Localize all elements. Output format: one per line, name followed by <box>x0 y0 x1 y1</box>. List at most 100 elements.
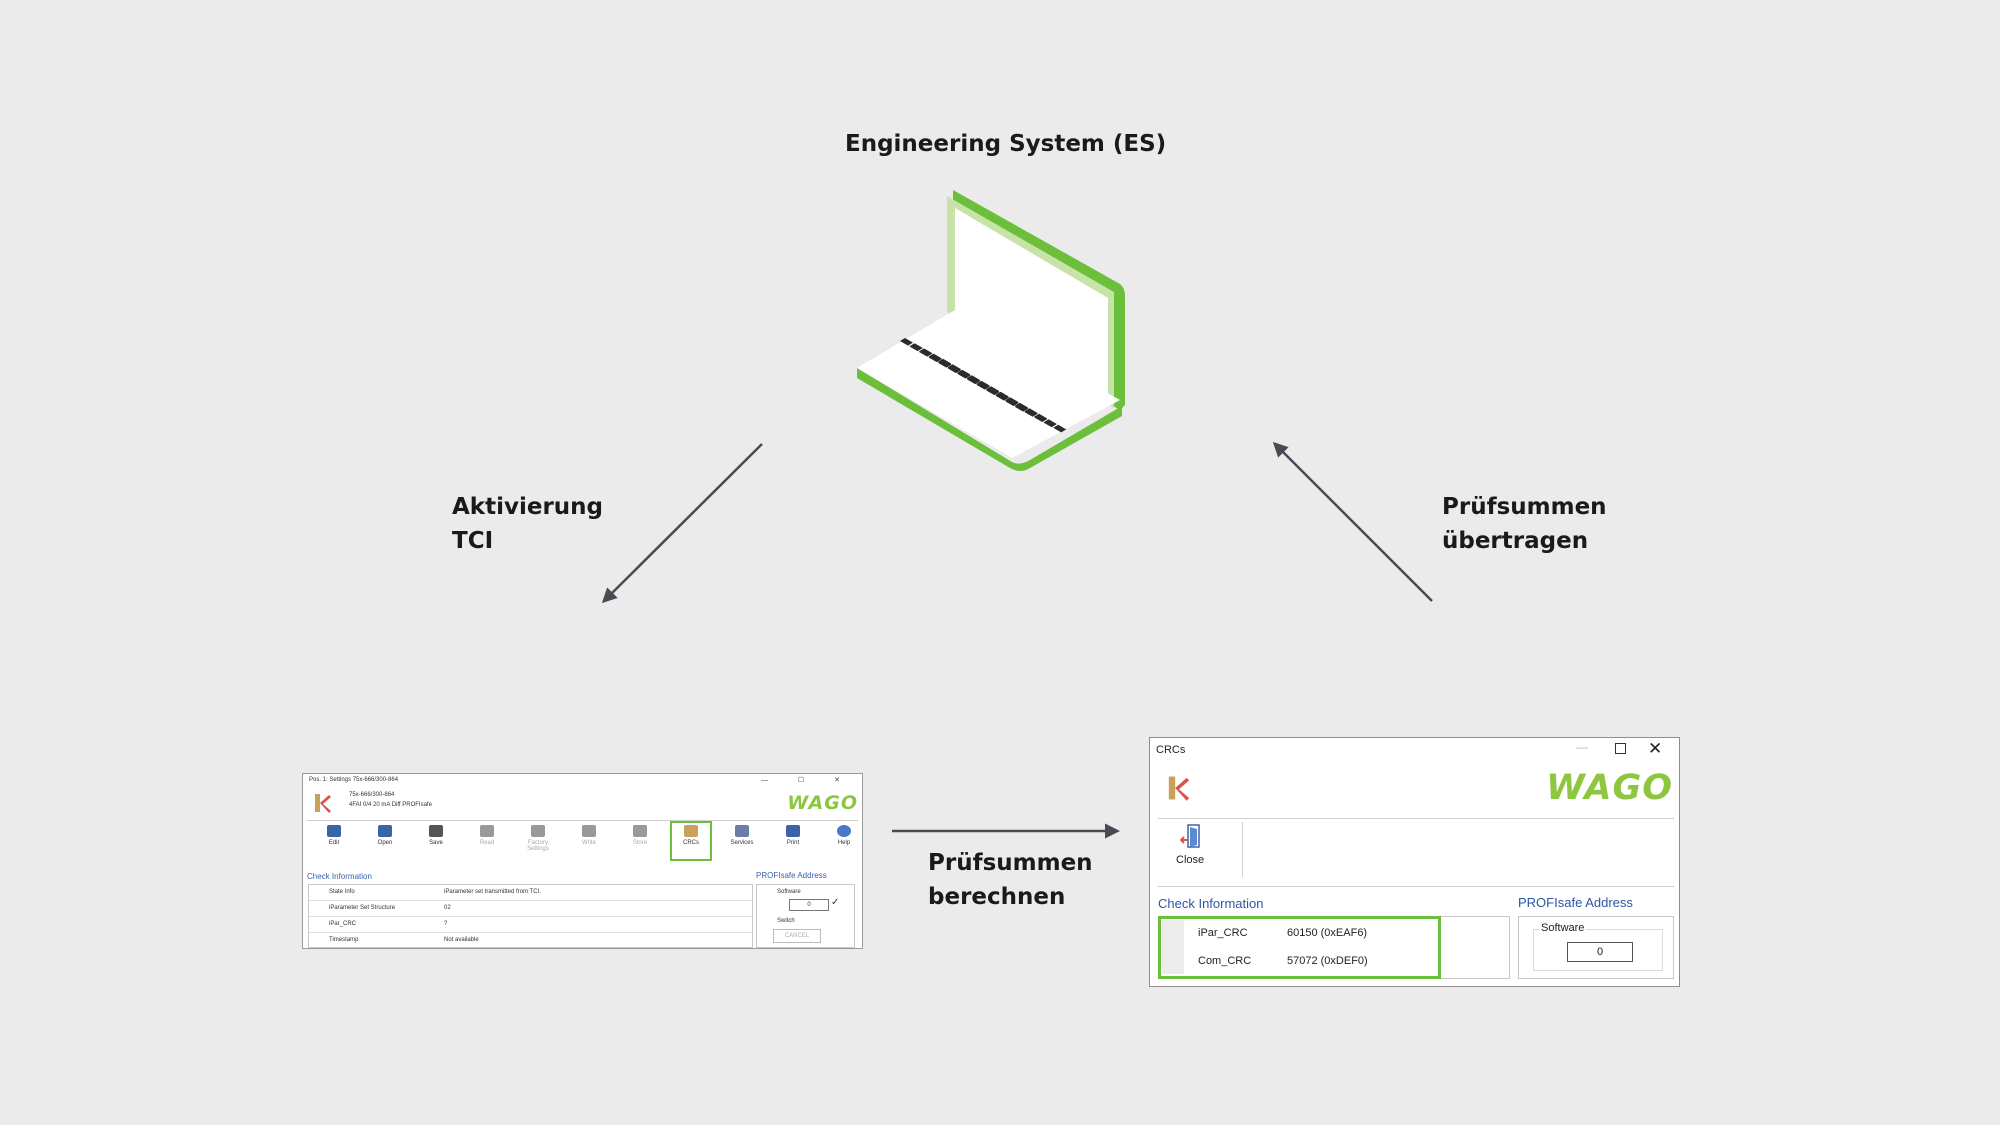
toolbar-button-open[interactable]: Open <box>364 823 406 859</box>
crc-value: 60150 (0xEAF6) <box>1287 927 1368 939</box>
keyboard-key <box>995 391 1009 400</box>
software-input[interactable]: 0 <box>789 899 829 911</box>
toolbar-button-print[interactable]: Print <box>772 823 814 859</box>
toolbar: Edit Open Save Read Factory Settings Write Sto… <box>307 820 858 861</box>
crc-key: Com_CRC <box>1198 955 1252 967</box>
folder-icon <box>378 825 392 837</box>
keyboard-key <box>1034 413 1047 422</box>
crc-icon <box>684 825 698 837</box>
toolbar-button-crcs[interactable]: CRCs <box>670 821 712 861</box>
row-value: Not available <box>444 937 479 943</box>
table-row: iPar_CRC? <box>309 917 752 933</box>
toolbar-button-label: CRCs <box>683 840 699 846</box>
row-value: 02 <box>444 905 451 911</box>
app-logo-icon <box>1168 776 1190 801</box>
keyboard-key <box>928 353 942 362</box>
es-title: Engineering System (ES) <box>845 131 1167 157</box>
profisafe-address-title: PROFIsafe Address <box>756 871 827 880</box>
row-key: State Info <box>329 889 355 895</box>
check-information-table: State Info iParameter set transmitted fro… <box>308 884 753 948</box>
keyboard-key <box>976 380 990 389</box>
profisafe-address-title: PROFIsafe Address <box>1518 895 1633 910</box>
divider <box>1242 822 1243 877</box>
label-activation-line1: Aktivierung <box>452 494 604 520</box>
keyboard-icon <box>900 338 1067 433</box>
toolbar-button-label: Print <box>786 840 800 846</box>
row-header <box>1162 920 1184 974</box>
toolbar-button-label: Services <box>730 840 754 846</box>
app-logo-icon <box>315 794 331 813</box>
save-icon <box>429 825 443 837</box>
keyboard-key <box>900 338 913 346</box>
close-icon[interactable]: ✕ <box>1648 739 1663 758</box>
label-activation-line2: TCI <box>452 528 494 554</box>
toolbar-button-factory-settings[interactable]: Factory Settings <box>517 823 559 859</box>
keyboard-key <box>1043 419 1057 427</box>
minimize-icon[interactable]: — <box>1576 740 1588 754</box>
toolbar-button-save[interactable]: Save <box>415 823 457 859</box>
row-key: iPar_CRC <box>329 921 357 927</box>
write-icon <box>582 825 596 837</box>
row-key: Timestamp <box>329 937 359 943</box>
label-transfer-line2: übertragen <box>1442 528 1589 554</box>
help-icon <box>837 825 851 837</box>
label-calculate-line2: berechnen <box>928 884 1066 910</box>
close-button[interactable] <box>1178 824 1202 855</box>
keyboard-key <box>947 364 961 372</box>
keyboard-key <box>986 386 999 394</box>
toolbar-button-label: Open <box>377 840 393 846</box>
toolbar-button-write[interactable]: Write <box>568 823 610 859</box>
toolbar-button-label: Factory Settings <box>527 840 549 852</box>
keyboard-key <box>1053 424 1067 433</box>
label-calculate: Prüfsummen berechnen <box>928 846 1093 914</box>
keyboard-key <box>1024 408 1038 416</box>
check-information-title: Check Information <box>307 872 372 881</box>
keyboard-key <box>966 375 980 383</box>
keyboard-key <box>1014 402 1028 411</box>
profisafe-address-panel: Software 0 <box>1518 916 1674 979</box>
label-activation: Aktivierung TCI <box>452 490 603 558</box>
toolbar-button-label: Save <box>429 840 443 846</box>
wago-logo: WAGO <box>1546 768 1673 808</box>
services-icon <box>735 825 749 837</box>
window-title: Pos. 1: Settings 75x-666/300-864 <box>309 777 399 783</box>
keyboard-key <box>938 358 951 367</box>
edit-icon <box>327 825 341 837</box>
label-calculate-line1: Prüfsummen <box>928 850 1093 876</box>
software-label: Software <box>1539 922 1587 934</box>
settings-window: Pos. 1: Settings 75x-666/300-864 — ☐ ✕ 7… <box>302 773 863 949</box>
arrow-activation <box>601 443 763 604</box>
toolbar-button-read[interactable]: Read <box>466 823 508 859</box>
profisafe-address-panel: Software 0 ✓ Switch CANCEL <box>756 884 855 948</box>
label-transfer: Prüfsummen übertragen <box>1442 490 1607 558</box>
toolbar-button-services[interactable]: Services <box>721 823 763 859</box>
toolbar-button-store[interactable]: Store <box>619 823 661 859</box>
window-controls[interactable]: — ☐ ✕ <box>760 777 854 784</box>
divider <box>1158 818 1674 819</box>
table-row: Timestamp Not available <box>309 933 752 948</box>
check-information-title: Check Information <box>1158 896 1264 911</box>
read-icon <box>480 825 494 837</box>
checkmark-icon[interactable]: ✓ <box>831 897 840 908</box>
wago-logo: WAGO <box>787 792 858 814</box>
product-number: 75x-666/300-864 <box>349 792 395 798</box>
factory-icon <box>531 825 545 837</box>
arrow-transfer <box>1272 441 1433 602</box>
close-button-label[interactable]: Close <box>1176 854 1205 866</box>
row-key: iParameter Set Structure <box>329 905 396 911</box>
keyboard-key <box>909 343 923 351</box>
row-value: iParameter set transmitted from TCI. <box>444 889 541 895</box>
cancel-button[interactable]: CANCEL <box>773 929 821 943</box>
software-input[interactable]: 0 <box>1567 942 1633 962</box>
toolbar-button-help[interactable]: Help <box>823 823 862 859</box>
crc-highlight-frame <box>1158 916 1441 979</box>
crc-key: iPar_CRC <box>1198 927 1248 939</box>
toolbar-button-edit[interactable]: Edit <box>313 823 355 859</box>
toolbar-button-label: Edit <box>328 840 340 846</box>
toolbar-button-label: Store <box>632 840 648 846</box>
maximize-icon[interactable] <box>1615 743 1626 754</box>
software-group <box>1533 929 1663 971</box>
laptop-icon <box>857 190 1125 471</box>
toolbar-button-label: Write <box>582 840 596 846</box>
